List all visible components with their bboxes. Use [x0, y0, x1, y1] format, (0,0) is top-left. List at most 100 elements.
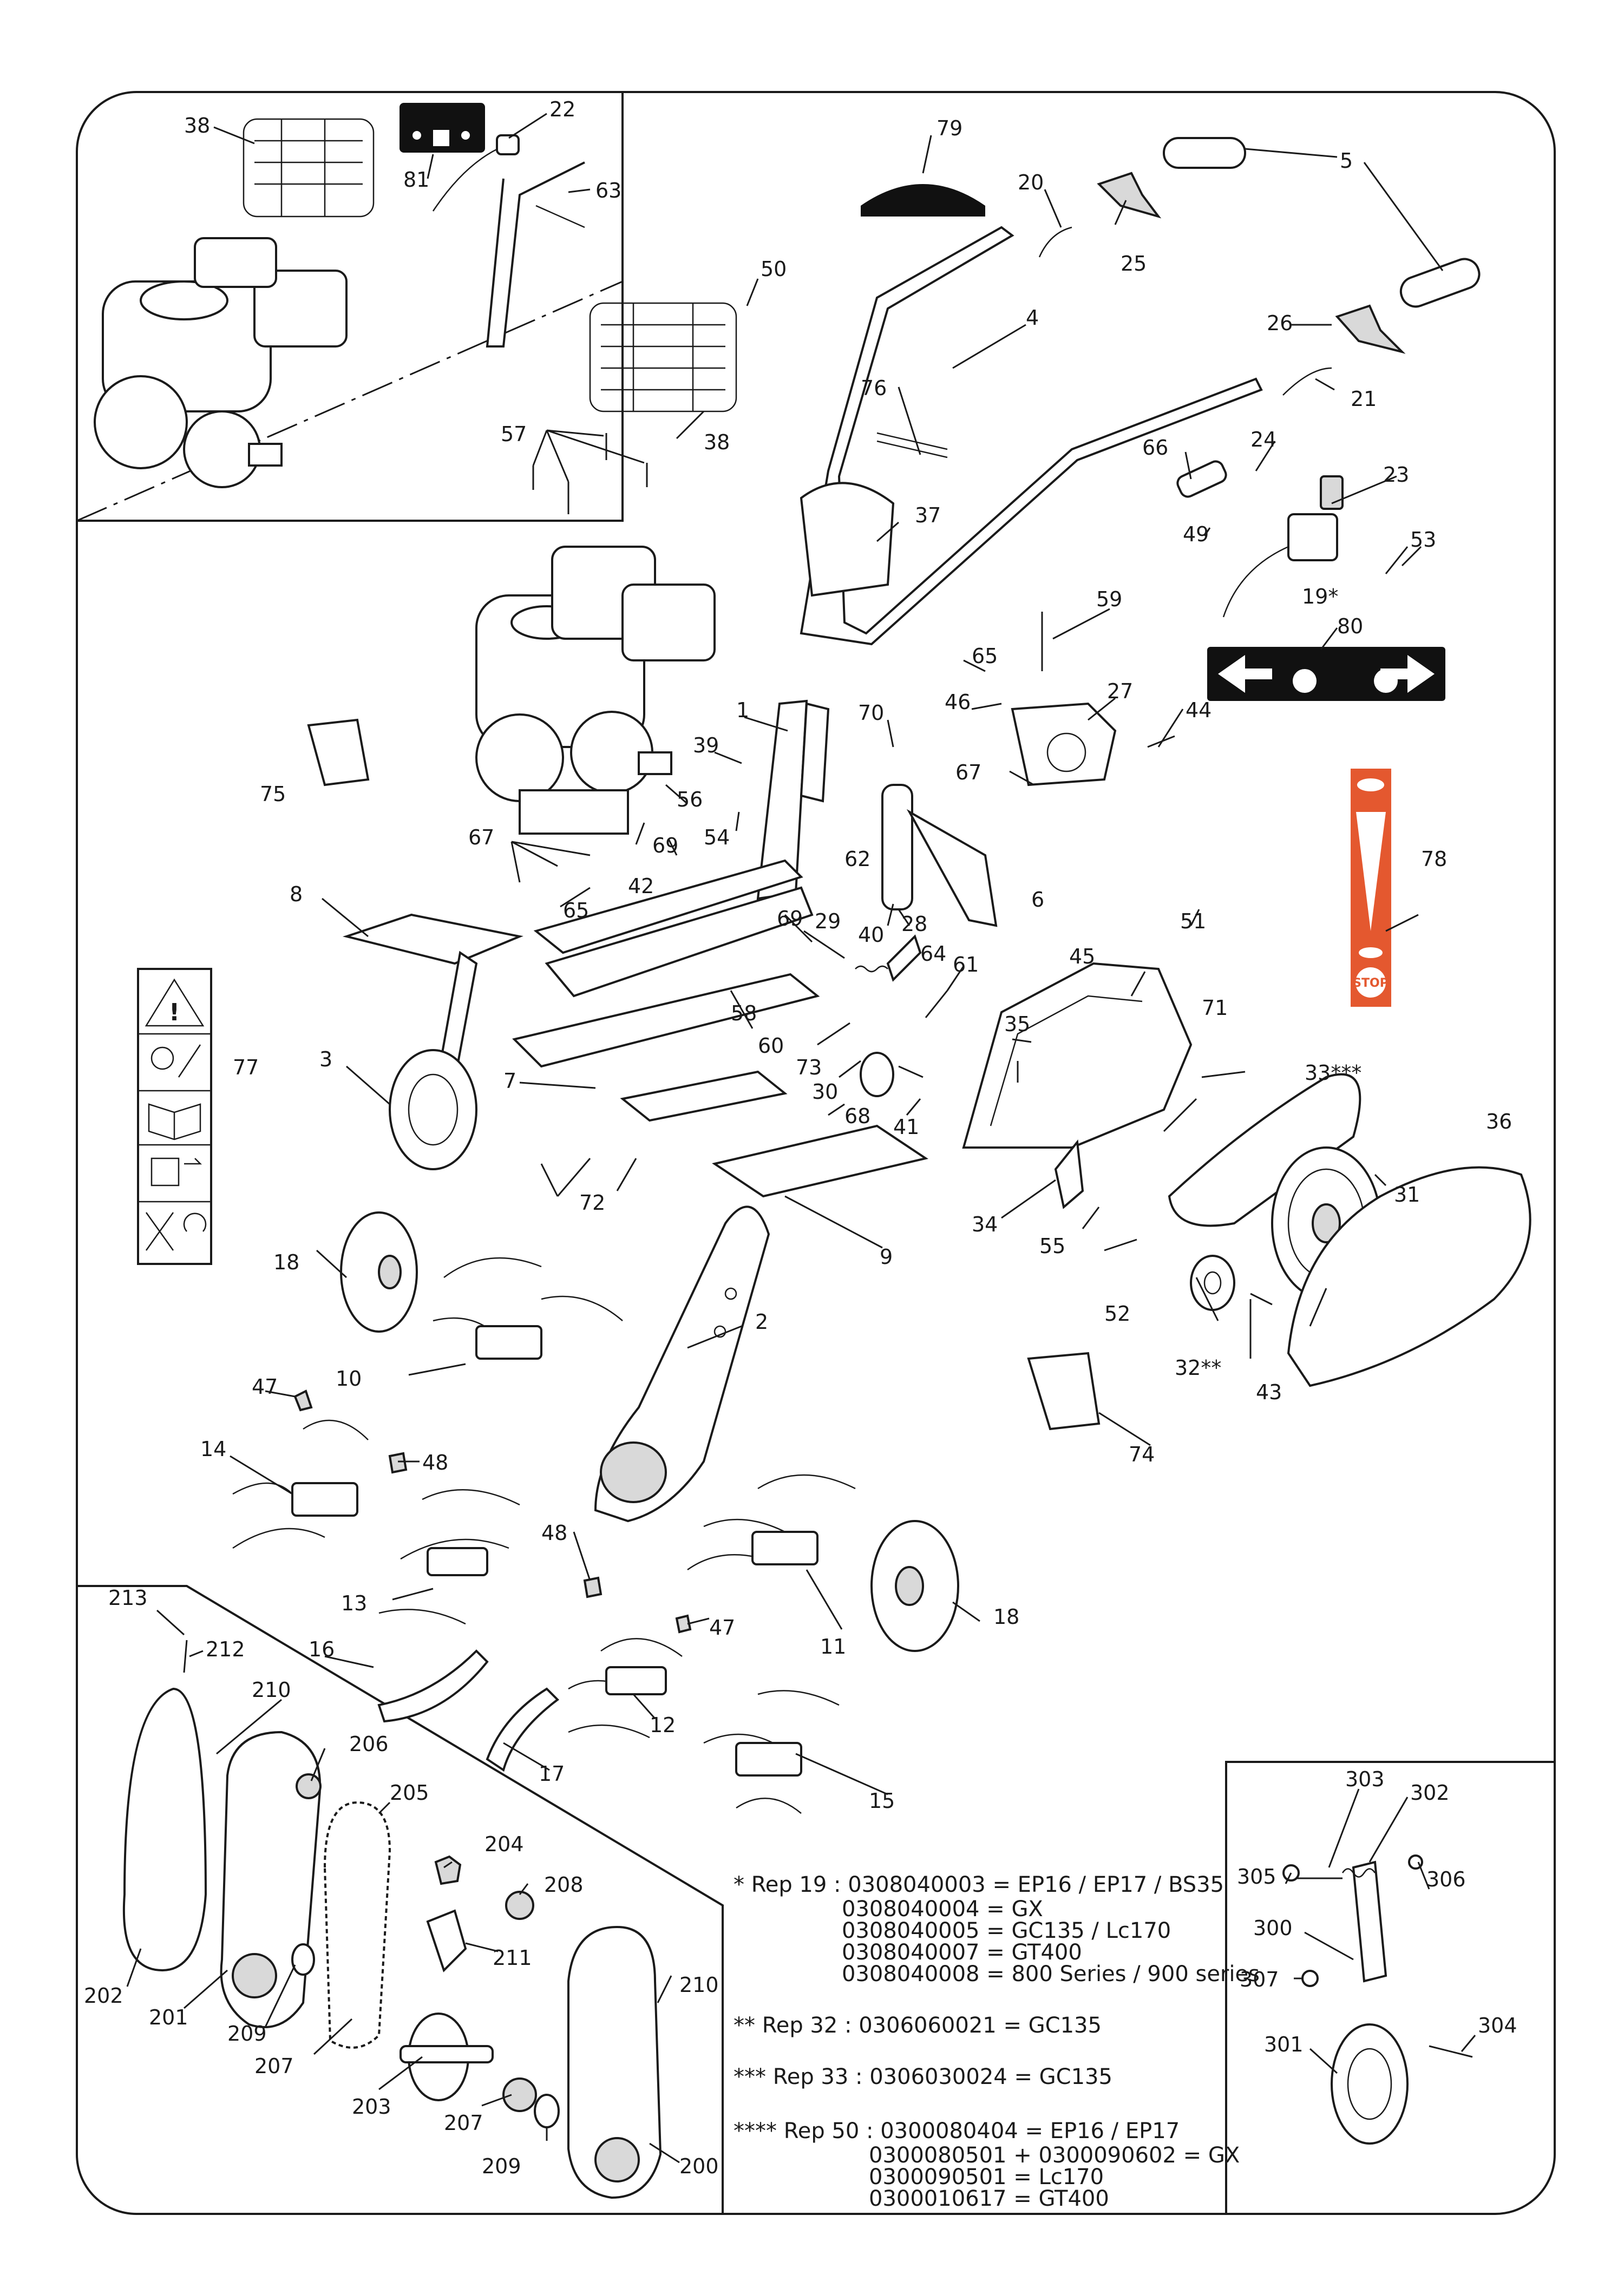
nut-307 [1301, 1970, 1319, 1987]
note-rep50-line3: 0300090501 = Lc170 [869, 2165, 1104, 2190]
tine-assembly-14 [232, 1419, 369, 1549]
seal-209 [534, 2094, 560, 2128]
callout-23: 23 [1383, 463, 1409, 487]
tube-6 [881, 784, 998, 927]
callout-204: 204 [484, 1832, 524, 1856]
callout-200: 200 [679, 2154, 719, 2178]
callout-29: 29 [815, 909, 841, 933]
note-rep50-line1: **** Rep 50 : 0300080404 = EP16 / EP17 [734, 2119, 1180, 2144]
callout-3: 3 [319, 1047, 332, 1071]
callout-211: 211 [493, 1946, 532, 1970]
lever-26 [1335, 304, 1406, 354]
svg-text:!: ! [169, 999, 180, 1026]
decal-79 [861, 184, 985, 217]
hand-reading-icon [150, 1157, 202, 1187]
hardware-kit-75 [307, 718, 370, 786]
callout-38a: 38 [184, 114, 210, 137]
sprocket-shaft-203 [400, 2013, 494, 2101]
callout-2: 2 [755, 1310, 768, 1334]
rods-76 [876, 432, 948, 458]
callout-63: 63 [595, 179, 621, 202]
callout-302: 302 [1410, 1781, 1450, 1805]
warning-triangle-icon [145, 978, 205, 1027]
chain-205 [323, 1801, 391, 2049]
callout-79: 79 [937, 116, 962, 140]
decal-78: STOP [1351, 769, 1391, 1007]
belt-housing-35 [962, 962, 1193, 1149]
grip-5a [1163, 137, 1246, 169]
callout-30: 30 [812, 1080, 838, 1104]
handle-mount-inset-63 [432, 134, 585, 348]
tine-16 [377, 1649, 489, 1723]
callout-27: 27 [1107, 679, 1133, 703]
callout-206: 206 [349, 1732, 389, 1756]
callout-19: 19* [1302, 585, 1338, 608]
callout-53: 53 [1410, 528, 1436, 552]
callout-81: 81 [403, 168, 429, 192]
callout-14: 14 [200, 1437, 226, 1461]
plate-9 [712, 1124, 928, 1198]
bearing-207 [502, 2077, 537, 2112]
callout-41: 41 [893, 1115, 919, 1139]
callout-44: 44 [1186, 698, 1212, 722]
note-rep19-line5: 0308040008 = 800 Series / 900 series [842, 1962, 1260, 1987]
callout-80: 80 [1337, 614, 1363, 638]
callout-10: 10 [336, 1367, 362, 1391]
bearing-208 [505, 1891, 534, 1920]
gauge-wheel-301 [1331, 2023, 1409, 2145]
callout-24: 24 [1250, 428, 1276, 451]
sprocket-204 [434, 1855, 462, 1885]
chassis-main [545, 886, 814, 998]
cable-20 [1038, 226, 1072, 258]
callout-300: 300 [1253, 1916, 1293, 1940]
note-rep33: *** Rep 33 : 0306030024 = GC135 [734, 2064, 1112, 2089]
callout-65b: 65 [563, 899, 589, 922]
pulley-32 [1190, 1255, 1235, 1311]
callout-205: 205 [390, 1781, 429, 1805]
callout-209a: 209 [227, 2022, 267, 2046]
callout-57: 57 [501, 422, 527, 446]
callout-16: 16 [309, 1637, 335, 1661]
callout-69a: 69 [652, 834, 678, 857]
callout-22: 22 [549, 97, 575, 121]
idler-30 [860, 1052, 894, 1097]
tensioner-211 [426, 1909, 467, 1972]
tine-17 [486, 1687, 560, 1772]
bolts-57 [532, 433, 648, 514]
cover-37 [800, 482, 895, 597]
callout-7: 7 [503, 1069, 516, 1093]
callout-202: 202 [84, 1984, 123, 2008]
lever-25 [1097, 172, 1162, 219]
callout-35: 35 [1004, 1012, 1030, 1036]
spring-29 [855, 965, 888, 973]
callout-32: 32** [1175, 1356, 1221, 1380]
callout-46: 46 [945, 690, 971, 714]
callout-60: 60 [758, 1034, 784, 1058]
hardware-kit-74 [1027, 1352, 1101, 1431]
callout-38b: 38 [704, 430, 730, 454]
callout-45: 45 [1069, 945, 1095, 968]
case-half-200 [567, 1925, 662, 2199]
callout-56: 56 [677, 788, 703, 811]
leader-lines [213, 113, 1444, 1795]
note-rep19-line1: * Rep 19 : 0308040003 = EP16 / EP17 / BS… [734, 1872, 1224, 1897]
chassis-plate-42 [533, 859, 803, 954]
gearbox-27 [1011, 702, 1117, 786]
inset-divider [76, 280, 623, 522]
outer-frame [76, 91, 1556, 2215]
note-rep19-line3: 0308040005 = GC135 / Lc170 [842, 1918, 1171, 1943]
arm-28 [886, 934, 922, 982]
callout-68: 68 [844, 1104, 870, 1128]
callout-4: 4 [1026, 306, 1039, 330]
callout-303: 303 [1345, 1767, 1385, 1791]
callout-208: 208 [544, 1873, 584, 1897]
callout-36: 36 [1486, 1110, 1512, 1133]
callout-64: 64 [920, 942, 946, 966]
belt-33 [1168, 1073, 1361, 1227]
disc-18a [340, 1211, 418, 1333]
callout-28: 28 [901, 912, 927, 936]
callout-67b: 67 [468, 825, 494, 849]
decal-80 [1207, 647, 1445, 701]
callout-37: 37 [915, 503, 941, 527]
